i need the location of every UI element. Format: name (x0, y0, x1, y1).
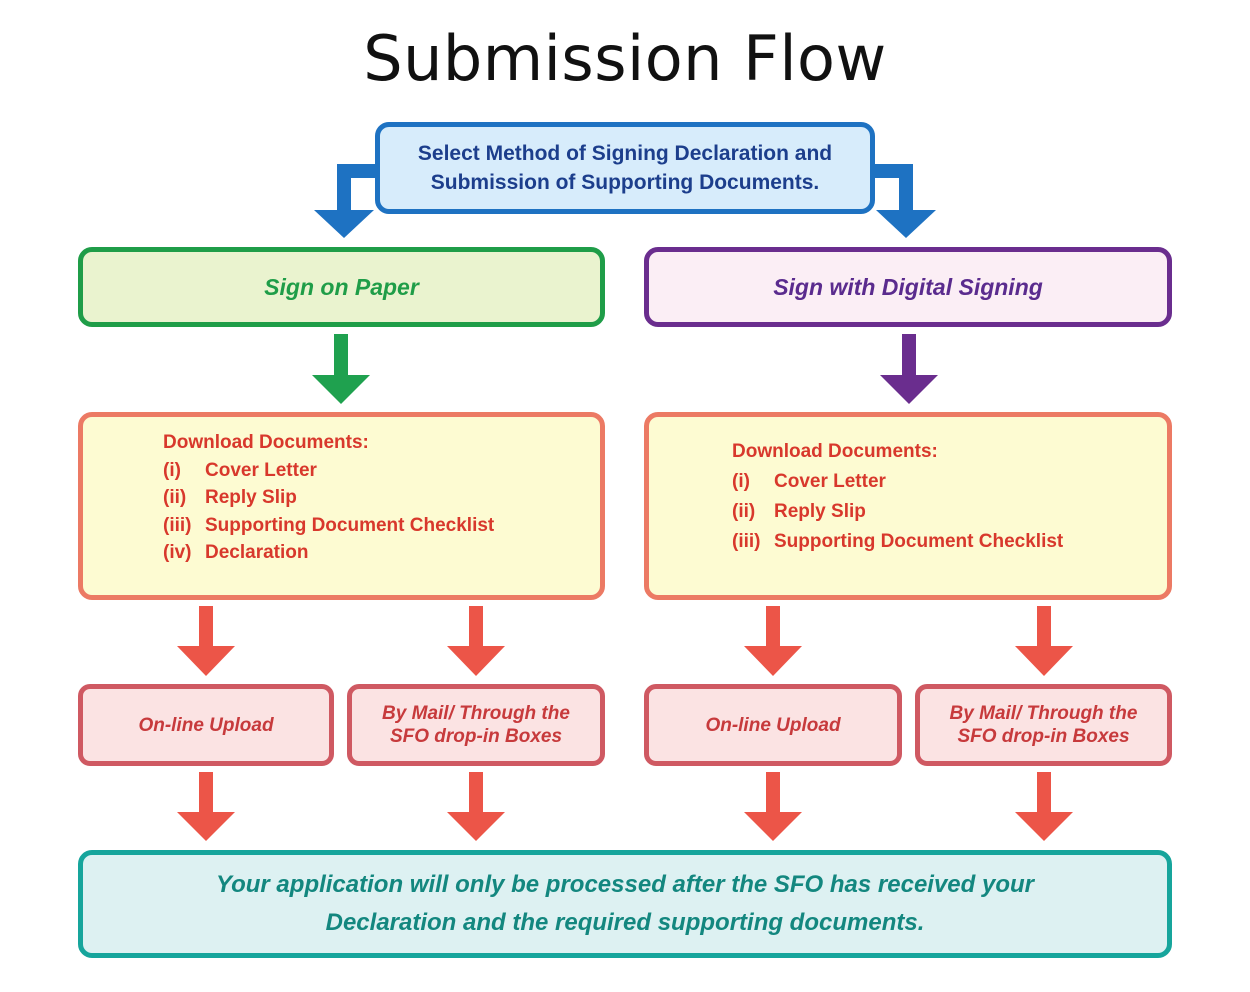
mail-dropin-left-box: By Mail/ Through the SFO drop-in Boxes (347, 684, 605, 766)
arrow-top-to-digital (871, 164, 936, 238)
arrow-paper-to-download (312, 334, 370, 404)
mail-line1: By Mail/ Through the (382, 703, 570, 724)
digital-signing-box: Sign with Digital Signing (644, 247, 1172, 327)
list-item: (i) Cover Letter (732, 467, 1063, 497)
arrow-online-right-to-final (744, 772, 802, 841)
download-heading: Download Documents: (163, 432, 369, 453)
list-item: (i) Cover Letter (163, 457, 494, 485)
select-method-line2: Submission of Supporting Documents. (430, 171, 820, 194)
list-label: Reply Slip (774, 501, 866, 522)
online-upload-right-box: On-line Upload (644, 684, 902, 766)
list-number: (iii) (732, 531, 761, 552)
list-item: (iv) Declaration (163, 539, 494, 567)
download-documents-right-list: Download Documents: (i) Cover Letter (ii… (732, 437, 1063, 557)
list-number: (ii) (732, 501, 756, 522)
arrow-digital-to-download (880, 334, 938, 404)
arrow-mail-left-to-final (447, 772, 505, 841)
mail-dropin-label: By Mail/ Through the SFO drop-in Boxes (382, 702, 570, 748)
list-label: Reply Slip (205, 487, 297, 508)
download-documents-left-list: Download Documents: (i) Cover Letter (ii… (163, 429, 494, 567)
arrow-download-left-to-online (177, 606, 235, 676)
sign-on-paper-label: Sign on Paper (264, 273, 419, 300)
final-notice-text: Your application will only be processed … (216, 866, 1034, 942)
mail-line2: SFO drop-in Boxes (389, 726, 563, 747)
mail-line2: SFO drop-in Boxes (957, 726, 1130, 747)
list-item: (iii) Supporting Document Checklist (163, 512, 494, 540)
list-number: (iv) (163, 542, 192, 563)
select-method-text: Select Method of Signing Declaration and… (418, 139, 832, 197)
final-notice-box: Your application will only be processed … (78, 850, 1172, 958)
online-upload-left-box: On-line Upload (78, 684, 334, 766)
list-item: (iii) Supporting Document Checklist (732, 527, 1063, 557)
list-label: Supporting Document Checklist (205, 514, 495, 536)
download-documents-left-box: Download Documents: (i) Cover Letter (ii… (78, 412, 605, 600)
page-title: Submission Flow (363, 22, 887, 95)
select-method-line1: Select Method of Signing Declaration and (417, 142, 833, 165)
list-number: (i) (163, 459, 181, 481)
select-method-box: Select Method of Signing Declaration and… (375, 122, 875, 214)
arrow-top-to-paper (314, 164, 379, 238)
final-notice-line2: Declaration and the required supporting … (325, 909, 925, 936)
list-item: (ii) Reply Slip (732, 497, 1063, 527)
list-label: Cover Letter (205, 459, 317, 481)
arrow-download-right-to-mail (1015, 606, 1073, 676)
mail-dropin-right-box: By Mail/ Through the SFO drop-in Boxes (915, 684, 1172, 766)
list-label: Cover Letter (774, 471, 886, 492)
download-heading: Download Documents: (732, 441, 938, 462)
mail-dropin-label: By Mail/ Through the SFO drop-in Boxes (950, 702, 1138, 748)
arrow-download-right-to-online (744, 606, 802, 676)
list-number: (i) (732, 471, 750, 492)
arrow-mail-right-to-final (1015, 772, 1073, 841)
list-label: Supporting Document Checklist (774, 531, 1064, 552)
list-item: (ii) Reply Slip (163, 484, 494, 512)
arrow-online-left-to-final (177, 772, 235, 841)
mail-line1: By Mail/ Through the (949, 703, 1138, 724)
arrow-download-left-to-mail (447, 606, 505, 676)
online-upload-label: On-line Upload (138, 714, 274, 736)
list-number: (ii) (163, 487, 187, 508)
sign-on-paper-box: Sign on Paper (78, 247, 605, 327)
digital-signing-label: Sign with Digital Signing (773, 273, 1043, 300)
list-number: (iii) (163, 514, 192, 536)
list-label: Declaration (205, 542, 309, 563)
download-documents-right-box: Download Documents: (i) Cover Letter (ii… (644, 412, 1172, 600)
online-upload-label: On-line Upload (705, 714, 841, 736)
final-notice-line1: Your application will only be processed … (215, 871, 1034, 898)
